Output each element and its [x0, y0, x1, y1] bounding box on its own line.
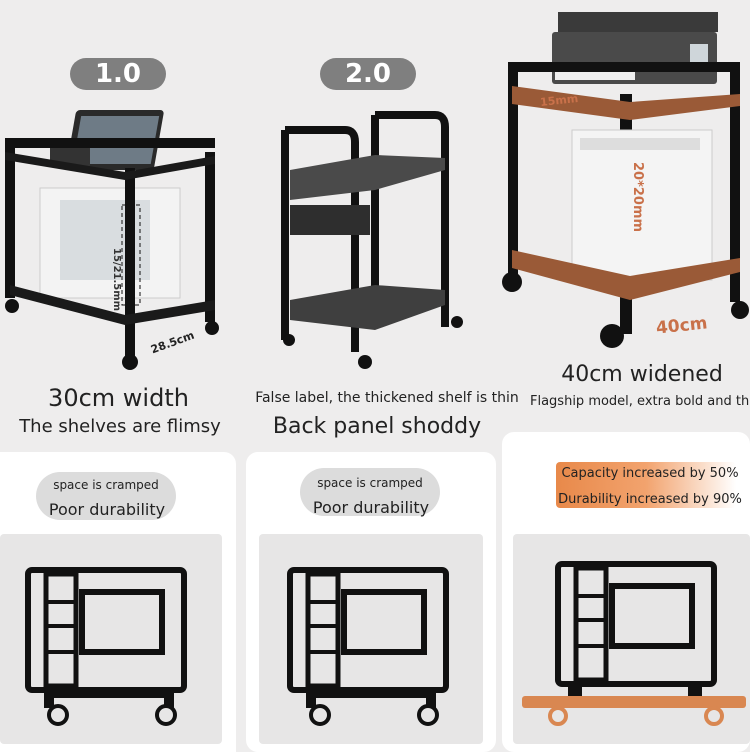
- column-2-title: Back panel shoddy: [272, 414, 482, 439]
- column-3-subtitle: Flagship model, extra bold and thick: [530, 394, 750, 409]
- stand-photo-1: [5, 110, 219, 370]
- pill-1-line2: Poor durability: [48, 500, 166, 519]
- version-badge-2: 2.0: [320, 58, 416, 90]
- height-label-1: 15/21.5mm: [111, 248, 122, 312]
- drawback-pill-1: [36, 472, 176, 520]
- pill-2-line1: space is cramped: [317, 476, 423, 490]
- column-1-subtitle: The shelves are flimsy: [19, 416, 221, 437]
- pill-2-line2: Poor durability: [312, 498, 430, 517]
- feature-line-2: Durability increased by 90%: [558, 492, 742, 507]
- stand-icon-widened: [522, 561, 746, 726]
- drawback-pill-2: [300, 468, 440, 516]
- column-3-title: 40cm widened: [561, 362, 723, 387]
- stand-icon-basic: [25, 567, 187, 726]
- column-1-title: 30cm width: [48, 384, 189, 412]
- feature-highlight-bar: [556, 462, 736, 508]
- column-2-subtitle-top: False label, the thickened shelf is thin: [255, 390, 519, 406]
- version-badge-1: 1.0: [70, 58, 166, 90]
- pill-1-line1: space is cramped: [53, 478, 159, 492]
- stand-photo-3: [502, 12, 749, 348]
- stand-icon-basic: [287, 567, 449, 726]
- height-label-3: 20*20mm: [630, 162, 645, 233]
- stand-photo-2: [281, 111, 463, 369]
- feature-line-1: Capacity increased by 50%: [561, 466, 739, 481]
